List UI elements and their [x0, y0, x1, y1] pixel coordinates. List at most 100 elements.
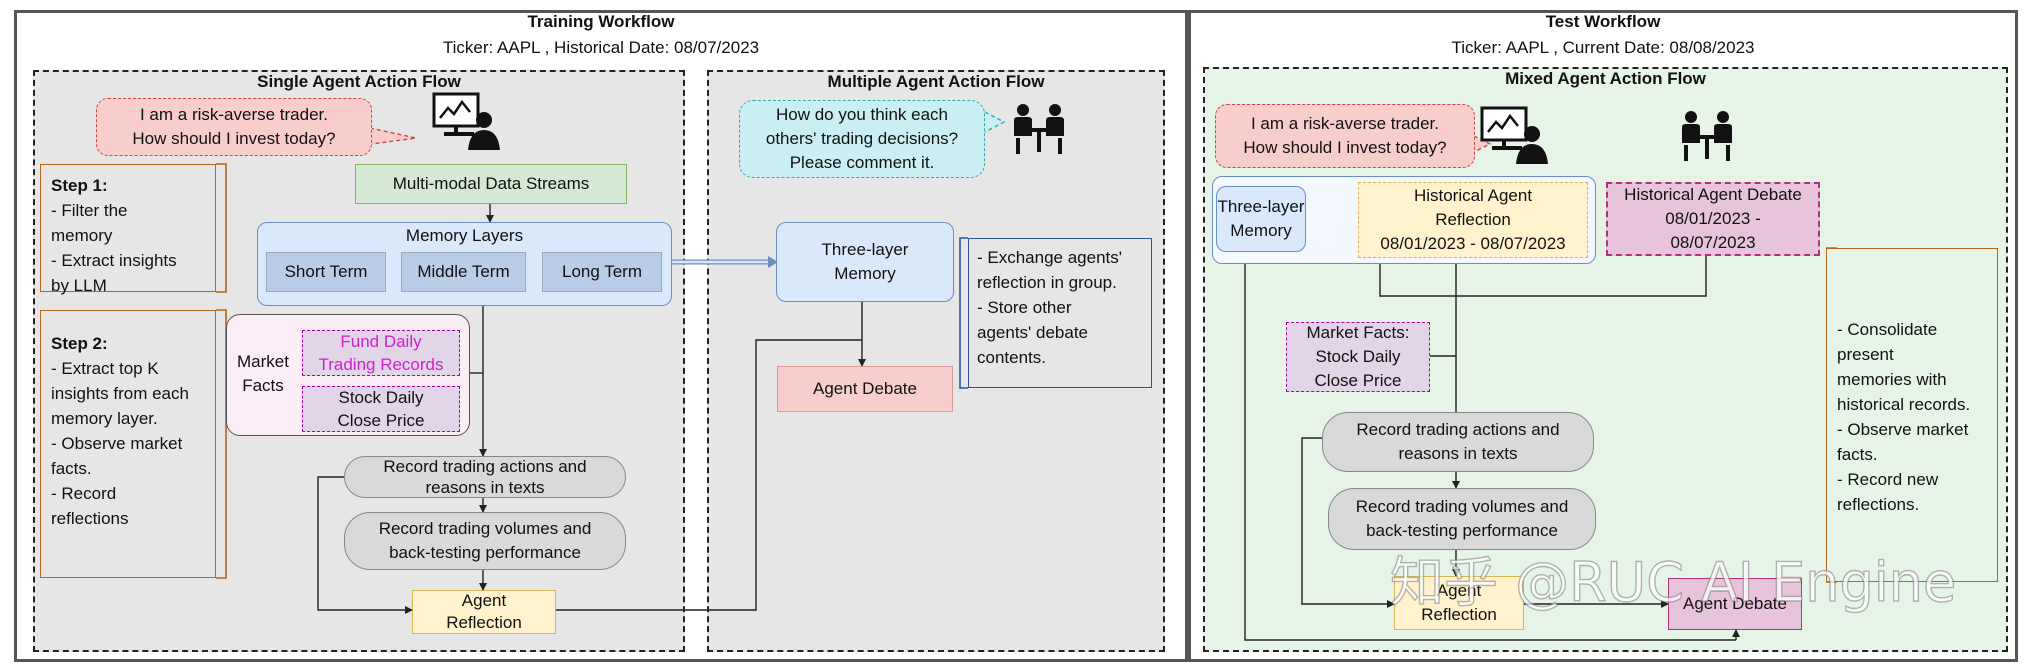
stock-price-line-1: Stock Daily: [338, 388, 424, 407]
stock-price-line-2: Close Price: [337, 411, 425, 430]
test-record-volumes-line-2: back-testing performance: [1366, 521, 1558, 540]
stock-price-box: Stock Daily Close Price: [302, 386, 460, 432]
fund-records-box: Fund Daily Trading Records: [302, 330, 460, 376]
multi-notes: - Exchange agents' reflection in group. …: [968, 238, 1152, 388]
multi-note-line-2: reflection in group.: [977, 273, 1117, 292]
three-layer-line-2: Memory: [834, 264, 896, 283]
training-title: Training Workflow: [527, 12, 675, 31]
fund-records-line-2: Trading Records: [318, 355, 444, 374]
test-bubble-line-2: How should I invest today?: [1243, 138, 1447, 157]
step1-title: Step 1:: [51, 176, 108, 195]
step1-line-2: memory: [51, 226, 113, 245]
step2-title: Step 2:: [51, 334, 108, 353]
single-agent-title: Single Agent Action Flow: [257, 72, 461, 91]
test-panel: [1188, 10, 2018, 662]
hist-debate-line-1: Historical Agent Debate: [1624, 185, 1802, 204]
trader-icon: [1480, 106, 1548, 164]
test-market-facts-box: Market Facts: Stock Daily Close Price: [1286, 322, 1430, 392]
test-market-facts-line-1: Market Facts:: [1306, 323, 1410, 342]
test-record-volumes-box: Record trading volumes and back-testing …: [1328, 488, 1596, 550]
step1-line-4: by LLM: [51, 276, 107, 295]
multiple-agent-title: Multiple Agent Action Flow: [827, 72, 1045, 91]
training-panel: [14, 10, 1188, 662]
market-facts-label: Market Facts: [228, 346, 298, 402]
multi-note-line-1: - Exchange agents': [977, 248, 1123, 267]
test-three-layer-line-1: Three-layer: [1217, 197, 1305, 216]
step2-line-7: reflections: [51, 509, 129, 528]
test-record-actions-line-2: reasons in texts: [1398, 444, 1518, 463]
test-note-line-1: - Consolidate: [1837, 320, 1938, 339]
test-note-line-6: facts.: [1837, 445, 1878, 464]
memory-layers-title: Memory Layers: [405, 226, 524, 245]
bubble-line-1: I am a risk-averse trader.: [139, 105, 328, 124]
historical-reflection-box: Historical Agent Reflection 08/01/2023 -…: [1358, 182, 1588, 258]
test-market-facts-line-2: Stock Daily: [1315, 347, 1401, 366]
record-actions-line-1: Record trading actions and: [383, 457, 587, 476]
test-agent-reflection-line-1: Agent: [1436, 581, 1482, 600]
step1-line-3: - Extract insights: [51, 251, 177, 270]
test-record-volumes-line-1: Record trading volumes and: [1355, 497, 1569, 516]
agent-reflection-box: Agent Reflection: [412, 590, 556, 634]
step1-line-1: - Filter the: [51, 201, 128, 220]
long-term-box: Long Term: [542, 252, 662, 292]
test-three-layer-memory-box: Three-layer Memory: [1216, 186, 1306, 252]
test-subtitle: Ticker: AAPL , Current Date: 08/08/2023: [1451, 38, 1755, 57]
record-actions-box: Record trading actions and reasons in te…: [344, 456, 626, 498]
multi-bubble-line-1: How do you think each: [776, 105, 948, 124]
record-volumes-box: Record trading volumes and back-testing …: [344, 512, 626, 570]
meeting-icon: [1678, 104, 1736, 168]
hist-reflection-line-2: Reflection: [1435, 210, 1511, 229]
training-subtitle: Ticker: AAPL , Historical Date: 08/07/20…: [442, 38, 760, 57]
short-term-box: Short Term: [266, 252, 386, 292]
test-agent-debate-box: Agent Debate: [1668, 578, 1802, 630]
agent-reflection-line-2: Reflection: [446, 613, 522, 632]
step2-line-4: - Observe market: [51, 434, 183, 453]
agent-debate-box: Agent Debate: [777, 366, 953, 412]
step2-line-1: - Extract top K: [51, 359, 159, 378]
multi-bubble-line-3: Please comment it.: [789, 153, 935, 172]
step2-line-5: facts.: [51, 459, 92, 478]
step2-line-3: memory layer.: [51, 409, 158, 428]
hist-reflection-line-3: 08/01/2023 - 08/07/2023: [1380, 234, 1566, 253]
test-market-facts-line-3: Close Price: [1314, 371, 1402, 390]
step2-note: Step 2: - Extract top K insights from ea…: [40, 310, 216, 578]
test-note-line-2: present: [1837, 345, 1894, 364]
record-volumes-line-1: Record trading volumes and: [378, 519, 592, 538]
test-speech-bubble: I am a risk-averse trader. How should I …: [1215, 104, 1475, 168]
meeting-icon: [1010, 102, 1068, 156]
test-note-line-5: - Observe market: [1837, 420, 1969, 439]
trader-icon: [432, 92, 500, 150]
multi-note-line-4: agents' debate: [977, 323, 1089, 342]
fund-records-line-1: Fund Daily: [340, 332, 422, 351]
bubble-line-2: How should I invest today?: [132, 129, 336, 148]
test-record-actions-line-1: Record trading actions and: [1356, 420, 1560, 439]
three-layer-memory-box: Three-layer Memory: [776, 222, 954, 302]
market-facts-line-1: Market: [237, 352, 289, 371]
hist-debate-line-3: 08/07/2023: [1670, 233, 1756, 252]
record-volumes-line-2: back-testing performance: [389, 543, 581, 562]
multi-bubble-line-2: others' trading decisions?: [765, 129, 959, 148]
test-three-layer-line-2: Memory: [1230, 221, 1292, 240]
test-title: Test Workflow: [1545, 12, 1661, 31]
trader-speech-bubble: I am a risk-averse trader. How should I …: [96, 98, 372, 156]
multi-note-line-3: - Store other: [977, 298, 1072, 317]
data-streams-box: Multi-modal Data Streams: [355, 164, 627, 204]
test-note-line-7: - Record new: [1837, 470, 1939, 489]
mixed-agent-title: Mixed Agent Action Flow: [1505, 69, 1706, 88]
watermark: 知乎 @RUC AI Engine: [1389, 550, 1957, 614]
step2-line-2: insights from each: [51, 384, 189, 403]
test-agent-reflection-line-2: Reflection: [1421, 605, 1497, 624]
test-note-line-3: memories with: [1837, 370, 1947, 389]
test-record-actions-box: Record trading actions and reasons in te…: [1322, 412, 1594, 472]
step2-line-6: - Record: [51, 484, 117, 503]
test-note-line-8: reflections.: [1837, 495, 1920, 514]
middle-term-box: Middle Term: [401, 252, 526, 292]
test-note-line-4: historical records.: [1837, 395, 1971, 414]
three-layer-line-1: Three-layer: [821, 240, 909, 259]
test-notes: - Consolidate present memories with hist…: [1826, 248, 1998, 582]
hist-reflection-line-1: Historical Agent: [1413, 186, 1533, 205]
historical-debate-box: Historical Agent Debate 08/01/2023 - 08/…: [1606, 182, 1820, 256]
agent-reflection-line-1: Agent: [461, 591, 507, 610]
test-agent-reflection-box: Agent Reflection: [1394, 576, 1524, 630]
hist-debate-line-2: 08/01/2023 -: [1665, 209, 1761, 228]
